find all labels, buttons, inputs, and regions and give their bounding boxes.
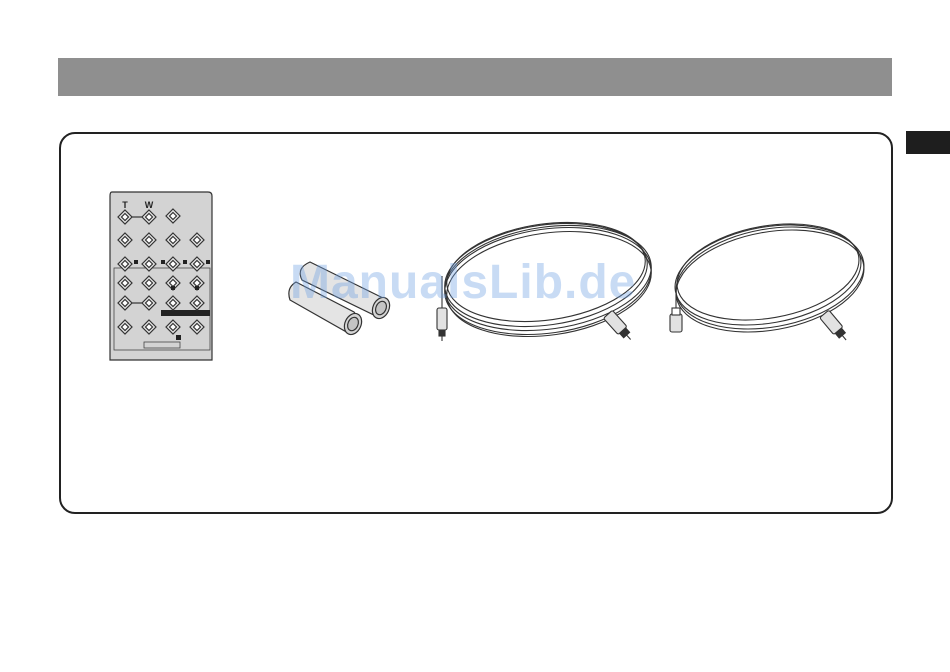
remote-control-icon: T W (106, 190, 216, 364)
zoom-wide-label: W (145, 200, 154, 210)
chapter-tab (906, 131, 950, 154)
watermark: ManualsLib.de (290, 255, 636, 310)
dc-cable-icon (664, 214, 874, 346)
section-header-bar (58, 58, 892, 96)
zoom-tele-label: T (122, 200, 128, 210)
